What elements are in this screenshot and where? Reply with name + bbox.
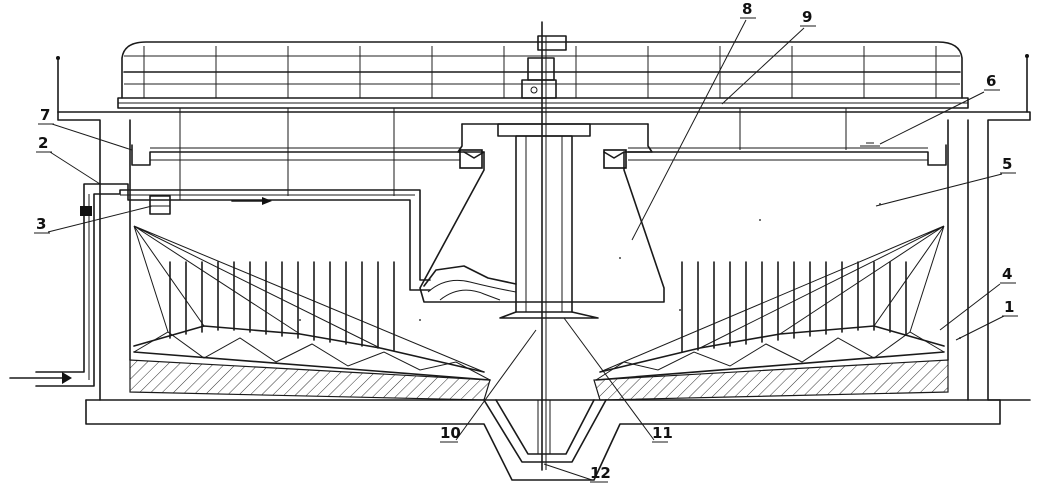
callout-6: 6 — [986, 72, 996, 90]
picket-rods-right — [681, 261, 907, 353]
tank-walls — [56, 54, 1031, 481]
central-feedwell — [419, 123, 665, 319]
callout-9: 9 — [802, 8, 812, 26]
picket-rods-left — [169, 261, 395, 351]
drive-motor — [521, 21, 567, 471]
bridge-beam — [117, 97, 969, 109]
callout-7: 7 — [40, 106, 50, 124]
callout-10: 10 — [440, 424, 461, 442]
sloped-floor-hatched — [129, 359, 949, 401]
callout-12: 12 — [590, 464, 611, 482]
callout-labels: 1 2 3 4 5 6 7 8 9 10 11 12 — [36, 0, 1014, 482]
callout-leaders — [34, 17, 1018, 483]
callout-8: 8 — [742, 0, 752, 18]
effluent-launder — [131, 142, 947, 166]
bridge-hangers — [179, 108, 847, 200]
callout-2: 2 — [38, 134, 48, 152]
scraper-truss-left — [133, 225, 491, 381]
callout-1: 1 — [1004, 298, 1014, 316]
liquid-texture — [299, 203, 961, 339]
callout-3: 3 — [36, 215, 46, 233]
scraper-truss-right — [595, 225, 945, 381]
callout-5: 5 — [1002, 155, 1012, 173]
inlet-pipe — [9, 183, 431, 387]
sludge-hopper — [483, 399, 607, 463]
callout-11: 11 — [652, 424, 673, 442]
callout-4: 4 — [1002, 265, 1012, 283]
